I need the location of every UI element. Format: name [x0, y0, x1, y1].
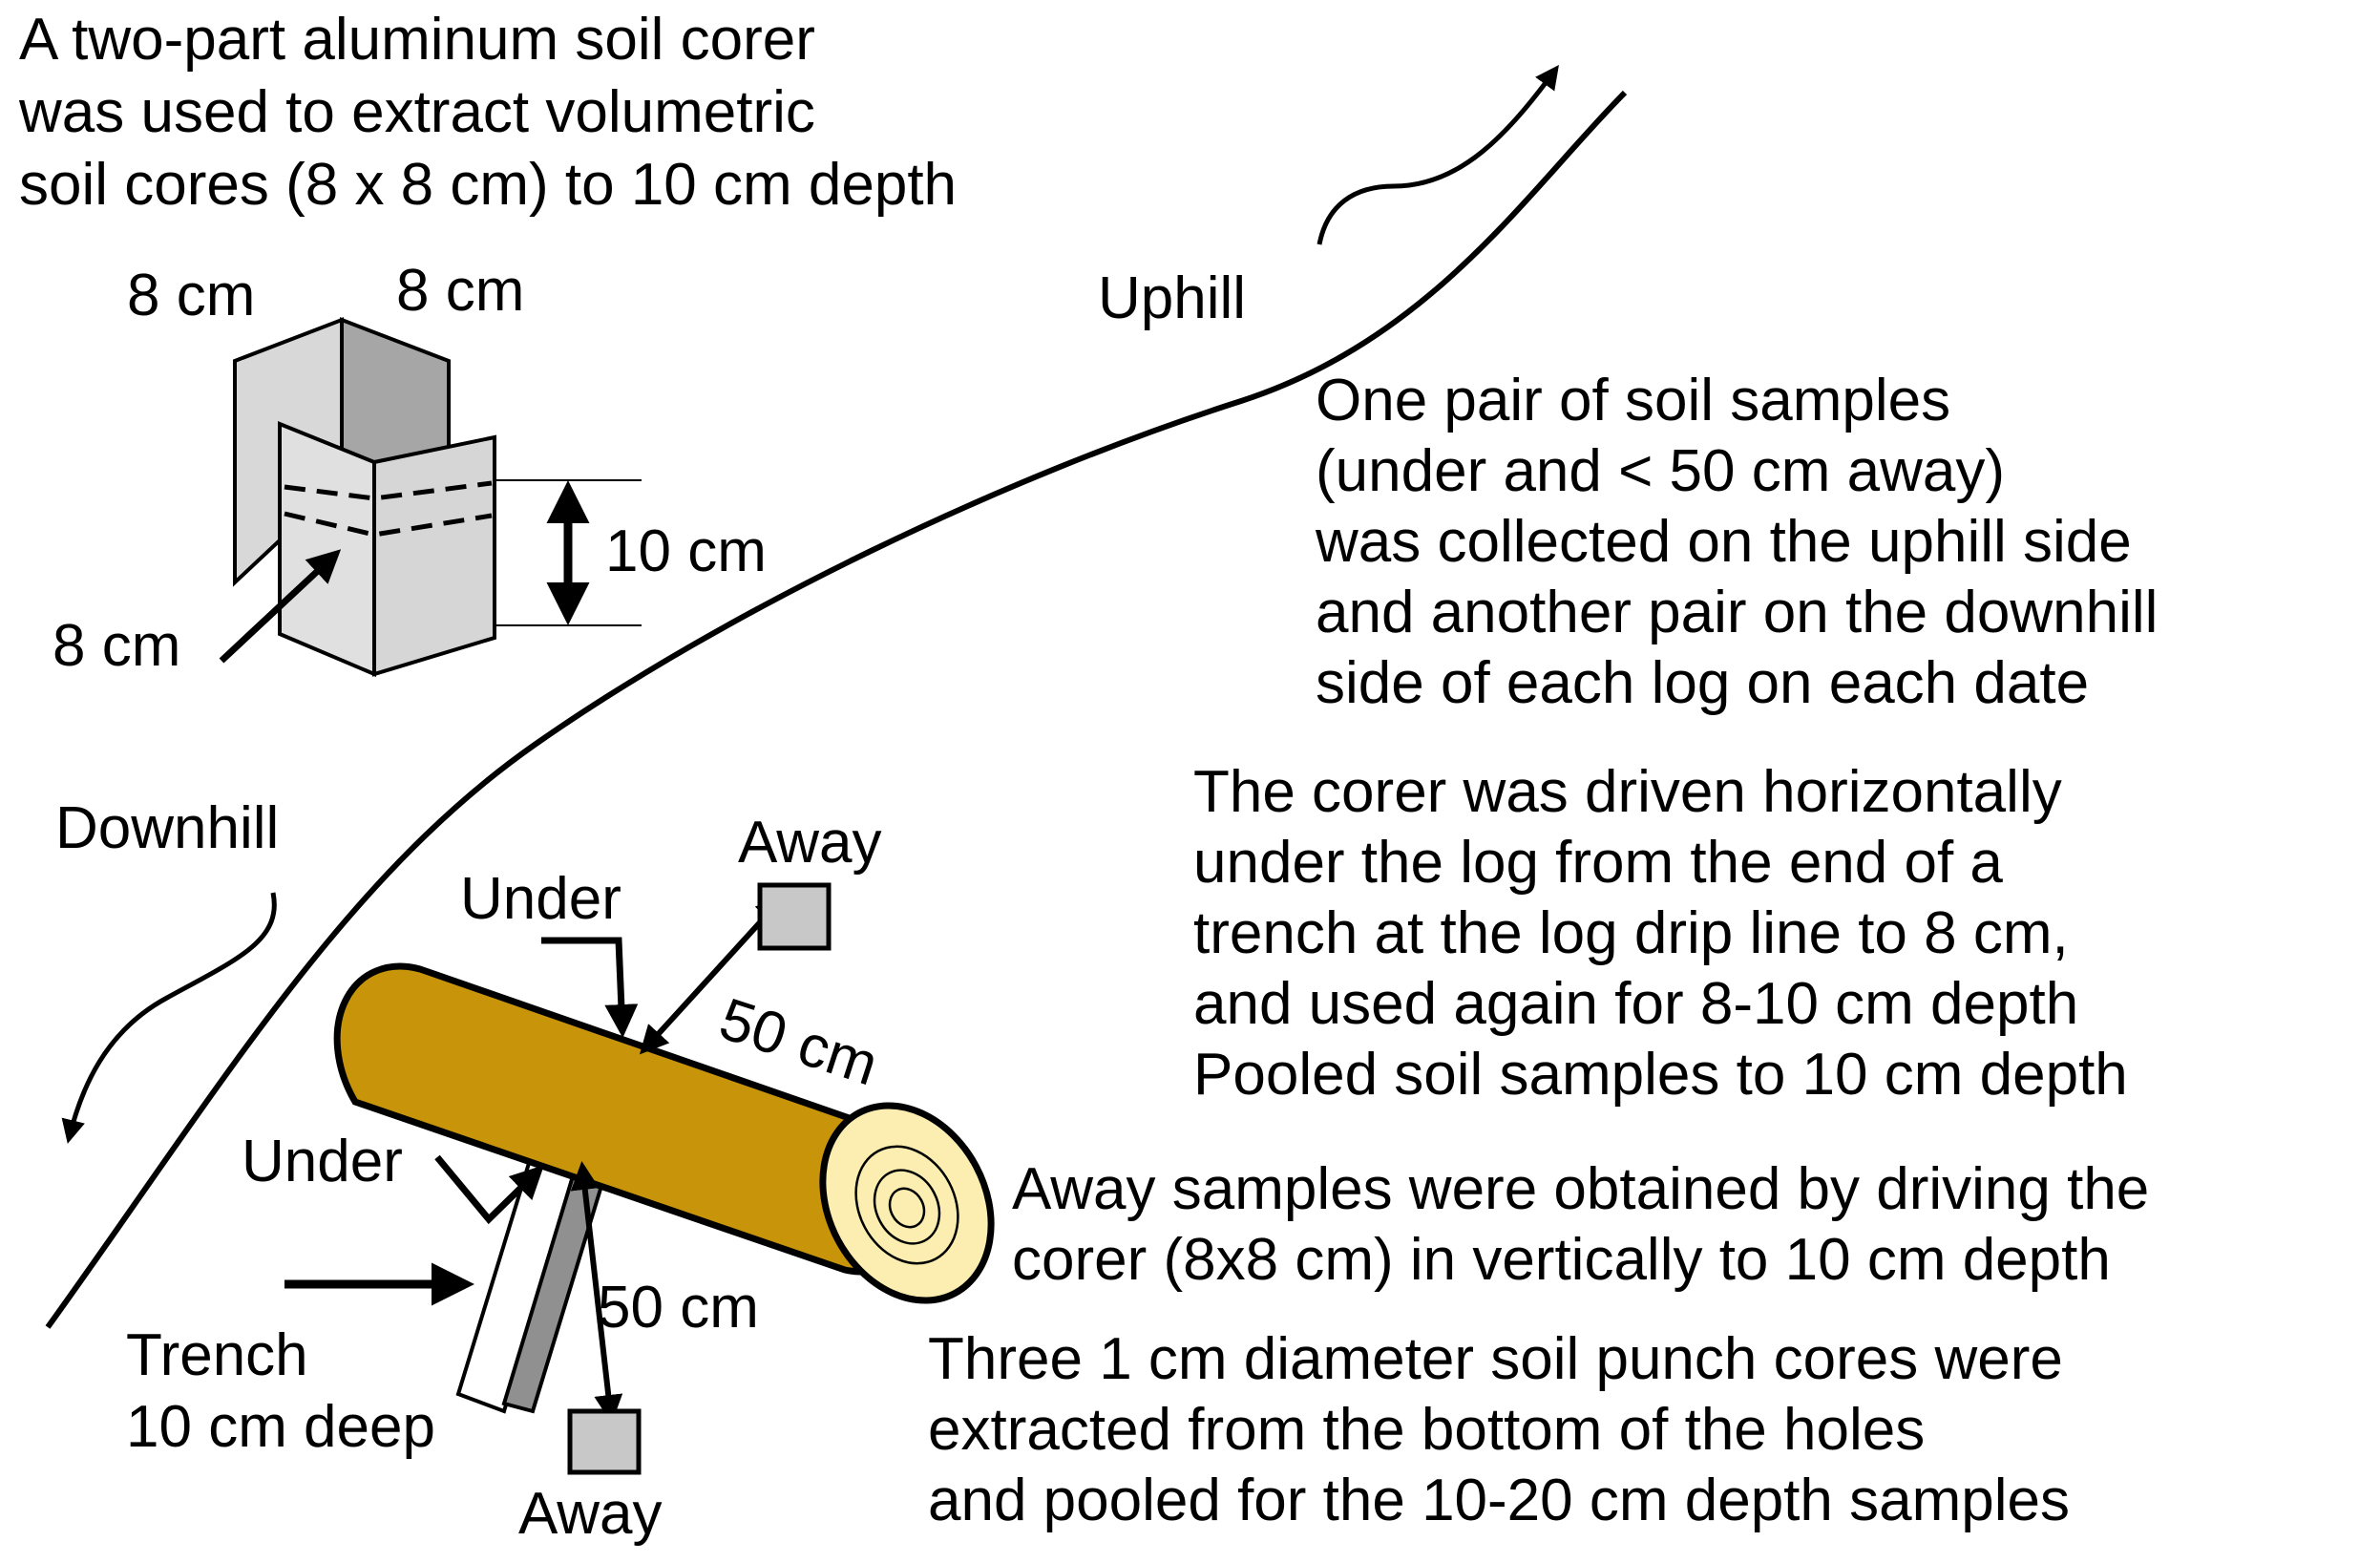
pair-note-line-1: One pair of soil samples: [1316, 368, 1950, 433]
lower-distance-arrow: [570, 1161, 623, 1424]
lower-under-arrow: [434, 1154, 544, 1225]
lower-away-label: Away: [518, 1481, 663, 1547]
punch-note-line-1: Three 1 cm diameter soil punch cores wer…: [928, 1326, 2063, 1392]
upper-under-arrow: [541, 937, 639, 1038]
corer-depth-dash-lower: [284, 511, 493, 538]
pair-note-line-3: was collected on the uphill side: [1315, 509, 2132, 575]
upper-away-label: Away: [738, 810, 882, 876]
pair-note-line-5: side of each log on each date: [1316, 650, 2089, 716]
hillslope-line: [45, 90, 1628, 1329]
pair-note-line-2: (under and < 50 cm away): [1316, 438, 2005, 504]
downhill-arrow: [61, 892, 277, 1144]
downhill-label: Downhill: [55, 795, 279, 861]
horizontal-note-line-3: trench at the log drip line to 8 cm,: [1193, 900, 2069, 966]
corer-note-line-1: A two-part aluminum soil corer: [19, 7, 815, 73]
corer-side-label: 8 cm: [53, 613, 180, 679]
corer-illustration: [219, 317, 642, 678]
pair-note-line-4: and another pair on the downhill: [1316, 580, 2158, 645]
trench-label-line-2: 10 cm deep: [126, 1394, 435, 1460]
lower-distance-label: 50 cm: [598, 1275, 759, 1341]
horizontal-note-line-1: The corer was driven horizontally: [1193, 759, 2062, 825]
corer-depth-label: 10 cm: [605, 518, 767, 584]
lower-away-sample-box: [567, 1408, 642, 1475]
log-illustration: [284, 882, 995, 1475]
horizontal-note-line-4: and used again for 8-10 cm depth: [1193, 971, 2078, 1037]
trench-label-line-1: Trench: [126, 1322, 308, 1388]
horizontal-note-line-2: under the log from the end of a: [1193, 830, 2003, 896]
upper-away-sample-box: [757, 882, 832, 951]
log-end: [819, 1102, 995, 1304]
away-note-line-1: Away samples were obtained by driving th…: [1012, 1156, 2149, 1222]
corer-depth-dash-upper: [284, 480, 493, 501]
corer-note-line-3: soil cores (8 x 8 cm) to 10 cm depth: [19, 152, 957, 218]
uphill-label: Uphill: [1098, 265, 1246, 331]
corer-front-left-panel: [278, 421, 376, 678]
corer-note-line-2: was used to extract volumetric: [18, 79, 815, 145]
log-ring-outer: [854, 1145, 959, 1265]
side-arrow: [219, 549, 342, 664]
lower-under-label: Under: [242, 1129, 403, 1194]
corer-front-right-panel: [372, 434, 496, 677]
away-note-line-2: corer (8x8 cm) in vertically to 10 cm de…: [1012, 1227, 2111, 1293]
uphill-arrow: [1316, 64, 1559, 245]
log-ring-inner: [888, 1187, 926, 1229]
upper-under-label: Under: [460, 866, 621, 932]
horizontal-note-line-5: Pooled soil samples to 10 cm depth: [1193, 1042, 2128, 1108]
log-ring-middle: [873, 1169, 941, 1245]
punch-note-line-2: extracted from the bottom of the holes: [928, 1397, 1925, 1463]
punch-note-line-3: and pooled for the 10-20 cm depth sample…: [928, 1468, 2070, 1533]
corer-width-label-right: 8 cm: [396, 258, 524, 324]
corer-width-label-left: 8 cm: [127, 263, 255, 328]
